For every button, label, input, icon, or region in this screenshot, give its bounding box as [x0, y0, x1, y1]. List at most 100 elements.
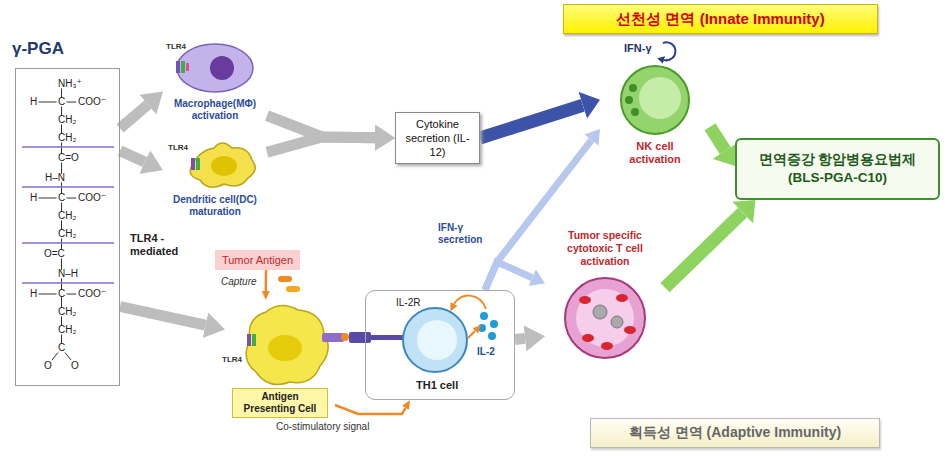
cell-node: Tumor specific cytotoxic T cell activati…: [545, 225, 665, 364]
chemical-group: C: [58, 192, 65, 204]
chemical-group: CH₂: [58, 210, 76, 222]
granule: [611, 316, 623, 328]
mechanism-label: TLR4 -mediated: [130, 232, 192, 258]
antigen-label: Tumor Antigen: [218, 253, 297, 267]
stimulus-arrow: [120, 307, 205, 326]
granule: [593, 305, 607, 319]
granule: [629, 84, 637, 92]
antigen-box: Tumor Antigen: [215, 250, 300, 270]
granule: [616, 294, 628, 302]
cell-nucleus: [639, 77, 681, 119]
chemical-group: H: [30, 288, 37, 300]
cell-label: TH1 cell: [416, 379, 458, 391]
process-arrow: [515, 338, 525, 339]
binding-arrow: [454, 296, 486, 309]
cytokine-arrow: [485, 140, 591, 290]
result-box: 면역증강 항암병용요법제(BLS-PGA-C10): [735, 138, 940, 200]
cell-nucleus: [210, 56, 234, 80]
chemical-group: NH₃⁺: [58, 78, 82, 90]
cytokine-dot: [488, 332, 496, 340]
edge-label: Capture: [219, 276, 259, 288]
cytokine-label: IL-2: [477, 346, 495, 357]
receptor-symbol: [181, 61, 185, 73]
granule: [582, 334, 594, 342]
chemical-group: O: [44, 360, 52, 372]
capture-arrow: [265, 270, 268, 291]
cytokine-arrow: [480, 105, 583, 138]
process-label: Cytokine secretion (IL-12): [400, 117, 475, 159]
result-arrow: [665, 213, 743, 288]
edge-label: IFN-γ secretion: [436, 222, 496, 246]
receptor-symbol: [196, 158, 200, 170]
antigen-symbol: [286, 286, 300, 292]
chemical-group: CH₂: [58, 114, 76, 126]
mhc-symbol: [322, 333, 344, 342]
chemical-group: COO⁻: [78, 288, 106, 300]
tcr-symbol: [349, 332, 371, 343]
chemical-group: H: [30, 192, 37, 204]
peptide-bond-marks: [22, 147, 114, 283]
receptor-label: TLR4: [222, 355, 242, 365]
antigen-symbol: [278, 276, 292, 282]
banner: 선천성 면역 (Innate Immunity): [563, 4, 878, 34]
nk-cell: [621, 66, 689, 134]
stimulus-arrow: [120, 105, 148, 129]
chemical-group: COO⁻: [78, 192, 106, 204]
chemical-group: CH₂: [58, 324, 76, 336]
cell-nucleus: [268, 335, 302, 361]
chemical-group: H–N: [45, 172, 65, 184]
cell-label: Antigen Presenting Cell: [232, 388, 328, 418]
signal-arrow: [335, 405, 406, 414]
macrophage-cell: [177, 44, 253, 92]
chemical-group: CH₂: [58, 132, 76, 144]
cell-label: Dendritic cell(DC) maturation: [166, 194, 264, 218]
granule: [579, 296, 591, 304]
granule: [601, 342, 613, 350]
chemical-group: N–H: [58, 268, 78, 280]
tcr-symbol: [371, 335, 405, 340]
banner: 획득성 면역 (Adaptive Immunity): [590, 418, 880, 448]
process-box: Cytokine secretion (IL-12): [395, 112, 480, 164]
cell-label: NK cell activation: [619, 140, 691, 166]
receptor-symbol: [176, 61, 180, 73]
receptor-label: TLR4: [168, 143, 188, 153]
granule: [625, 96, 633, 104]
chemical-group: COO⁻: [78, 96, 106, 108]
antigen-presenting-cell: [246, 305, 328, 384]
th1-cell: [403, 308, 467, 372]
cell-node: Dendritic cell(DC) maturation: [163, 140, 267, 222]
chemical-group: C: [58, 288, 65, 300]
edge-label: Co-stimulatory signal: [274, 421, 371, 433]
cell-node: NK cell activation: [600, 62, 710, 170]
molecule-name: γ-PGA: [12, 39, 64, 59]
dendritic-cell: [190, 143, 255, 187]
chemical-group: C=O: [58, 152, 79, 164]
granule: [631, 108, 639, 116]
cell-label: Tumor specific cytotoxic T cell activati…: [552, 229, 658, 268]
stimulus-arrow: [120, 151, 145, 162]
bond-lines: [39, 89, 77, 361]
cytokine-dot: [478, 324, 486, 332]
receptor-label: TLR4: [166, 42, 186, 52]
granule: [624, 326, 636, 334]
banner-title: 획득성 면역 (Adaptive Immunity): [629, 424, 841, 442]
result-title: 면역증강 항암병용요법제: [759, 151, 917, 169]
cytokine-dot: [490, 320, 498, 328]
chemical-group: H: [30, 96, 37, 108]
chemical-group: CH₂: [58, 306, 76, 318]
result-arrow: [710, 127, 725, 151]
chemical-group: O=C: [44, 248, 65, 260]
chemical-group: O: [71, 360, 79, 372]
receptor-symbol: [186, 63, 189, 71]
cytokine-arrow: [485, 262, 532, 290]
cytokine-label: IFN-γ: [624, 42, 652, 55]
interaction-panel: IL-2R IL-2TH1 cell: [365, 290, 515, 400]
chemical-group: C: [58, 342, 65, 354]
receptor-symbol: [191, 158, 195, 170]
cytokine-dot: [480, 312, 488, 320]
cell-node: Macrophage(MΦ) activation: [163, 40, 267, 126]
receptor-label: IL-2R: [396, 297, 420, 308]
cell-label: Macrophage(MΦ) activation: [166, 98, 264, 122]
result-code: (BLS-PGA-C10): [788, 169, 887, 187]
cell-nucleus: [211, 156, 237, 176]
